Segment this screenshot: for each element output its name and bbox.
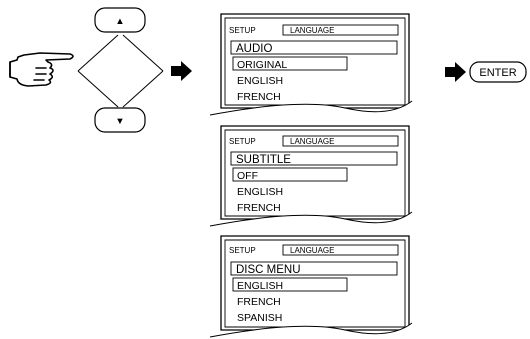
- language-tab: LANGUAGE: [290, 26, 334, 35]
- arrow-right-icon: [445, 62, 466, 82]
- up-arrow-icon: ▲: [115, 16, 124, 27]
- menu-option[interactable]: SPANISH: [237, 312, 282, 324]
- menu-option[interactable]: ENGLISH: [237, 75, 283, 87]
- setup-screen-subtitle: SETUP LANGUAGE SUBTITLE OFF ENGLISH FREN…: [209, 125, 413, 228]
- setup-label: SETUP: [229, 246, 256, 255]
- setup-screen-audio: SETUP LANGUAGE AUDIO ORIGINAL ENGLISH FR…: [209, 13, 413, 116]
- menu-title: DISC MENU: [236, 264, 301, 276]
- enter-button[interactable]: ENTER: [469, 61, 527, 83]
- menu-title: AUDIO: [236, 43, 272, 55]
- menu-option[interactable]: ENGLISH: [237, 186, 283, 198]
- up-button[interactable]: ▲: [94, 7, 146, 33]
- enter-button-label: ENTER: [479, 67, 516, 79]
- menu-option[interactable]: FRENCH: [237, 91, 281, 103]
- down-arrow-icon: ▼: [115, 116, 124, 127]
- menu-option[interactable]: FRENCH: [237, 202, 281, 214]
- down-button[interactable]: ▼: [94, 107, 146, 133]
- pointing-hand-icon: [9, 52, 74, 87]
- navigation-diamond: [77, 34, 164, 108]
- setup-screen-disc-menu: SETUP LANGUAGE DISC MENU ENGLISH FRENCH …: [209, 235, 413, 339]
- language-tab: LANGUAGE: [290, 137, 334, 146]
- setup-label: SETUP: [229, 137, 256, 146]
- selected-option[interactable]: ENGLISH: [237, 280, 283, 292]
- selected-option[interactable]: OFF: [237, 170, 258, 182]
- arrow-right-icon: [171, 61, 192, 81]
- language-tab: LANGUAGE: [290, 246, 334, 255]
- selected-option[interactable]: ORIGINAL: [237, 59, 287, 71]
- menu-title: SUBTITLE: [236, 154, 291, 166]
- setup-label: SETUP: [229, 26, 256, 35]
- menu-option[interactable]: FRENCH: [237, 296, 281, 308]
